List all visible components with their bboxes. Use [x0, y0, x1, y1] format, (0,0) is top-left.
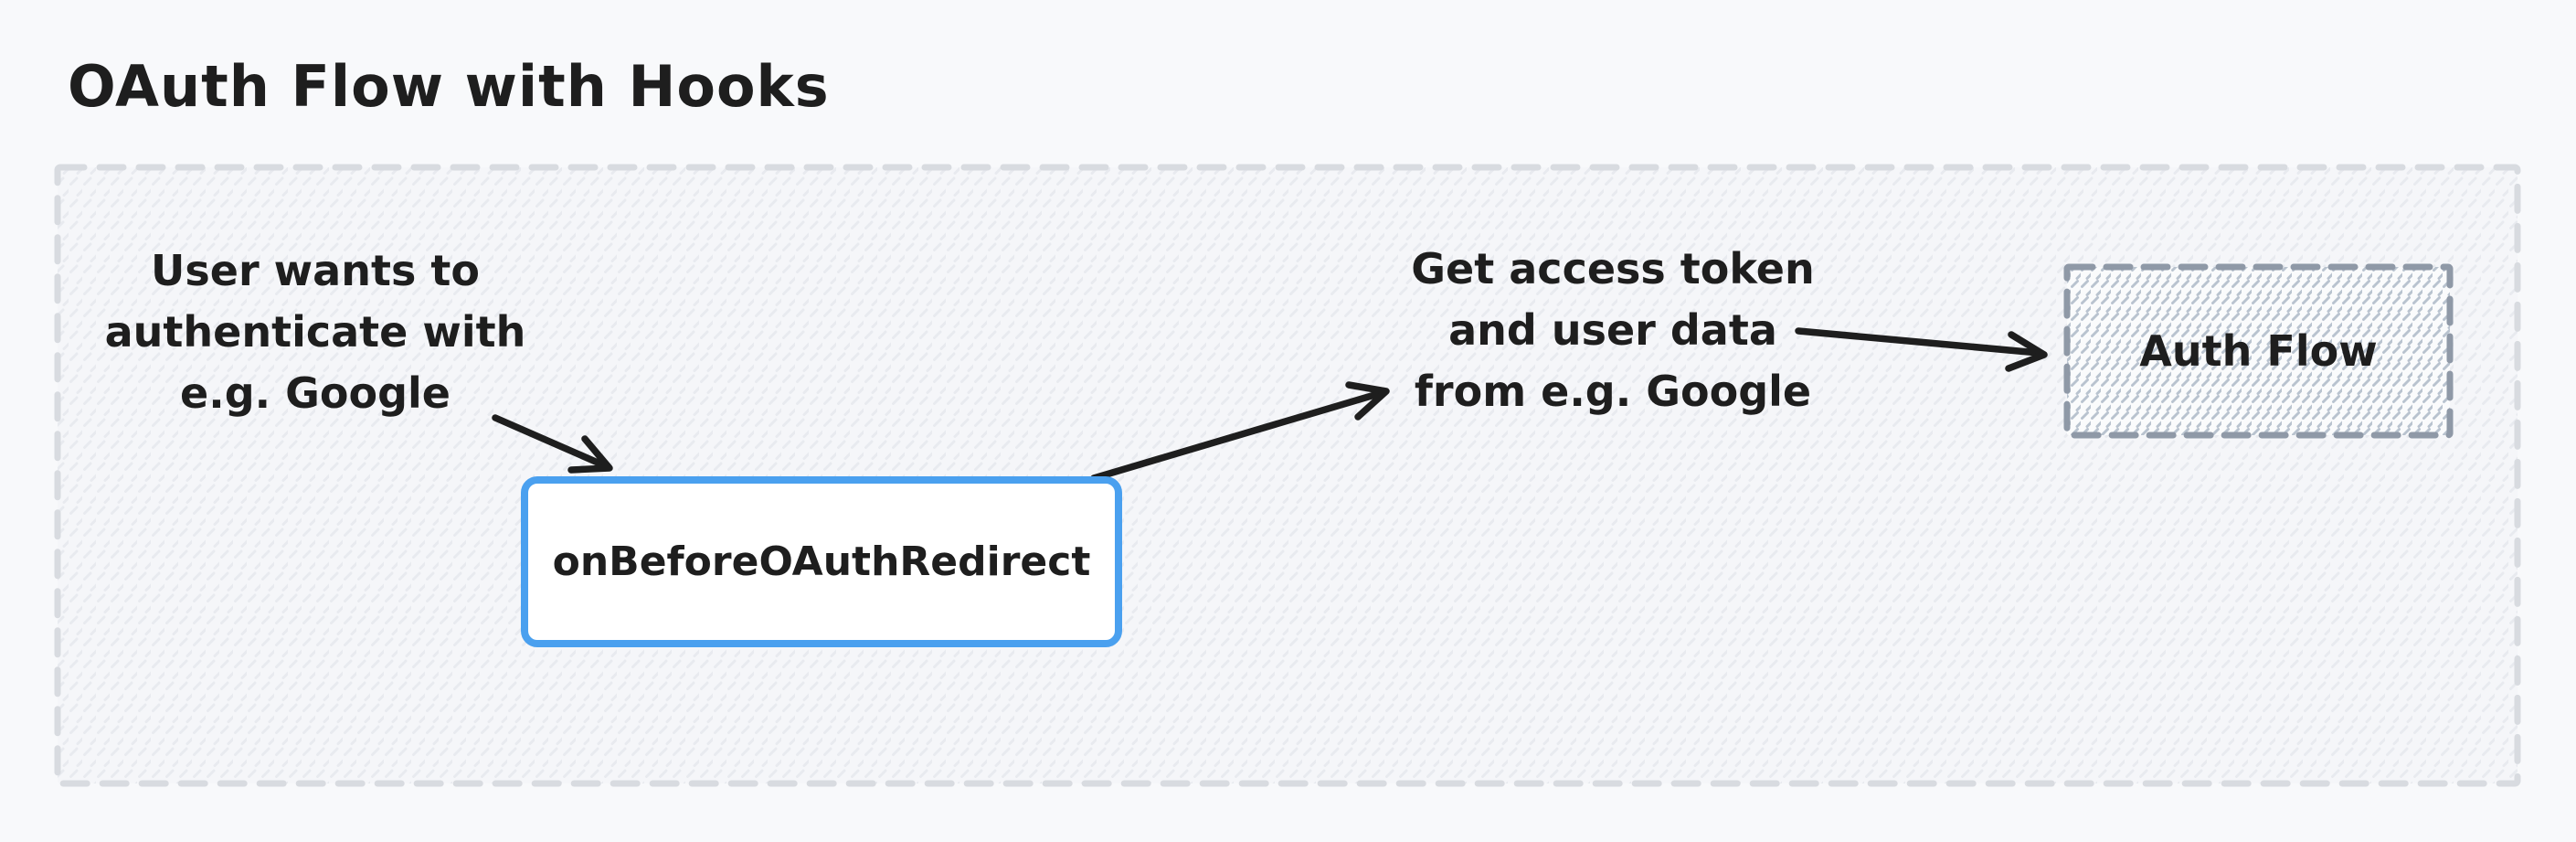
annotation-line: Get access token: [1411, 244, 1815, 293]
arrow-token-to-authflow: [1795, 327, 2048, 372]
arrow-hook-to-token: [1090, 381, 1390, 482]
auth-flow-node-box: [2063, 263, 2454, 439]
annotation-line: e.g. Google: [180, 368, 451, 418]
annotation-token-exchange: Get access token and user data from e.g.…: [1375, 239, 1850, 422]
annotation-line: and user data: [1448, 305, 1777, 355]
node-auth-flow: Auth Flow: [2067, 267, 2450, 435]
node-label: onBeforeOAuthRedirect: [552, 538, 1091, 585]
node-onbeforeoauthredirect: onBeforeOAuthRedirect: [521, 476, 1122, 647]
node-label: Auth Flow: [2139, 326, 2378, 376]
annotation-line: authenticate with: [104, 307, 526, 357]
annotation-user-request: User wants to authenticate with e.g. Goo…: [78, 240, 553, 424]
page-title: OAuth Flow with Hooks: [68, 53, 830, 120]
arrow-user-to-hook: [492, 414, 613, 474]
annotation-line: from e.g. Google: [1414, 367, 1812, 416]
annotation-line: User wants to: [151, 246, 480, 295]
